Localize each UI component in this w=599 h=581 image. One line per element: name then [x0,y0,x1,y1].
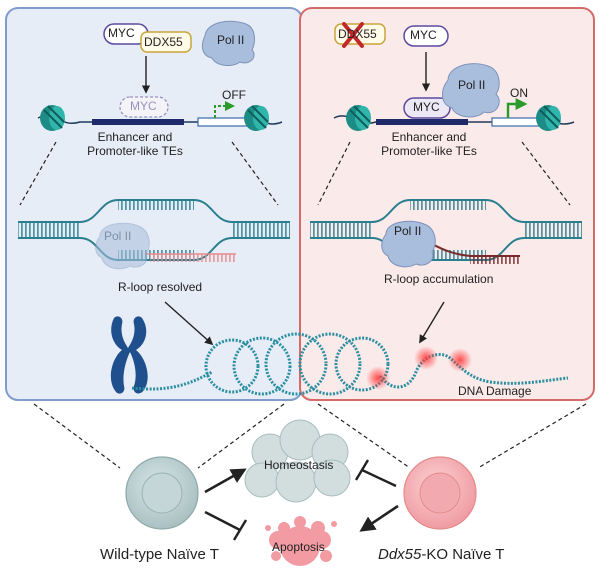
apoptosis-cluster [265,516,337,566]
on-label: ON [510,86,528,100]
off-label: OFF [222,88,246,102]
pol2-icon [442,63,500,118]
enhancer-region-right [376,119,468,125]
nucleosome-icon [40,105,65,131]
myc-ddx55-complex [103,23,192,53]
zoom-line [521,141,571,206]
wt-cell-label: Wild-type Naïve T [100,546,219,563]
ko-cell-label: Ddx55-KO Naïve T [378,546,504,563]
zoom-line [231,141,279,206]
cell-icon [403,456,477,530]
ko-to-apoptosis-arrow [359,504,399,532]
pol2-icon [381,220,436,268]
wt-to-homeostasis-arrow [204,468,247,494]
ddx55-crossed-label: DDX55 [338,27,377,41]
ko-suffix-label: -KO Naïve T [421,546,505,563]
region-label-right: Enhancer and Promoter-like TEs [364,130,494,158]
myc-right [403,25,449,47]
nucleosome-icon [536,105,561,131]
zoom-line [477,403,587,469]
homeostasis-cluster [244,419,351,503]
pol2-icon [201,20,255,66]
region-label-left-line1: Enhancer and [97,130,173,144]
myc-right-label: MYC [410,28,437,42]
ko-gene-label: Ddx55 [378,546,422,563]
to-chromatin-arrow-left [164,301,214,346]
region-label-right-line2: Promoter-like TEs [381,144,477,158]
zoom-line [317,403,411,469]
zoom-line [317,141,351,206]
ghost-myc [119,96,169,118]
pol2-icon [95,222,150,270]
on-arrow [506,98,528,118]
nucleosome-icon [346,105,371,131]
ko-inhibits-homeostasis [354,459,397,488]
myc-label: MYC [108,26,135,40]
rloop-caption-right: R-loop accumulation [384,272,494,286]
bound-myc-label: MYC [413,100,440,114]
pol2-label: Pol II [217,33,245,47]
off-arrow [214,101,235,118]
zoom-line [197,403,285,469]
homeostasis-label: Homeostasis [264,458,334,472]
zoom-line [19,141,57,206]
rloop-bubble-right [310,199,582,264]
rloop-pol2-label-left: Pol II [104,229,132,243]
gene-box-left [197,117,253,127]
region-label-right-line1: Enhancer and [391,130,467,144]
apoptosis-label: Apoptosis [272,540,325,554]
rloop-caption-left: R-loop resolved [118,280,203,294]
dna-damage-glow [366,346,472,390]
ghost-myc-label: MYC [130,99,157,113]
rloop-bubble-left [18,199,290,262]
to-chromatin-arrow-right [419,301,445,344]
enhancer-region-left [92,119,184,125]
bound-myc [403,97,451,119]
dna-damage-label: DNA Damage [458,384,532,398]
ddx55-label: DDX55 [144,35,183,49]
nucleosome-icon [244,105,269,131]
region-label-left-line2: Promoter-like TEs [87,144,183,158]
wt-inhibits-apoptosis [204,510,248,541]
region-label-left: Enhancer and Promoter-like TEs [70,130,200,158]
chromosome-icon [110,316,148,394]
zoom-line [33,403,121,469]
cell-icon [125,456,199,530]
rloop-pol2-label-right: Pol II [394,224,422,238]
pol2-right-label: Pol II [458,78,486,92]
cross-icon [342,22,364,48]
